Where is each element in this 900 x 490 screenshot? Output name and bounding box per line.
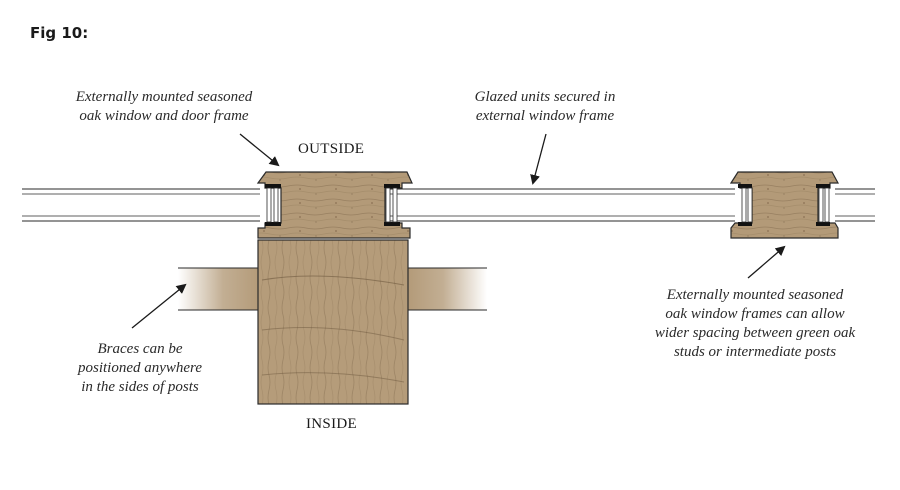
label-inside: INSIDE <box>306 416 357 432</box>
arrow-glazed-annotation <box>530 133 547 185</box>
annotation-right-frame: Externally mounted seasoned oak window f… <box>654 287 856 360</box>
oak-post <box>257 239 409 405</box>
arrow-brace-annotation <box>131 283 187 329</box>
annotation-glazed-units: Glazed units secured in external window … <box>474 89 616 124</box>
annotation-braces: Braces can be positioned anywhere in the… <box>77 341 202 395</box>
annotation-frame: Externally mounted seasoned oak window a… <box>75 89 253 124</box>
arrow-frame-annotation <box>239 133 280 167</box>
oak-window-frame-right <box>729 171 840 239</box>
brace-right <box>407 267 487 311</box>
label-outside: OUTSIDE <box>298 141 365 157</box>
glazed-unit-left <box>22 188 260 222</box>
arrow-right-frame-annotation <box>747 245 786 279</box>
glazed-unit-middle <box>390 188 735 222</box>
oak-window-door-frame <box>256 171 413 239</box>
figure-label: Fig 10: <box>30 24 89 42</box>
glazed-unit-right <box>835 188 875 222</box>
brace-left <box>178 267 260 311</box>
